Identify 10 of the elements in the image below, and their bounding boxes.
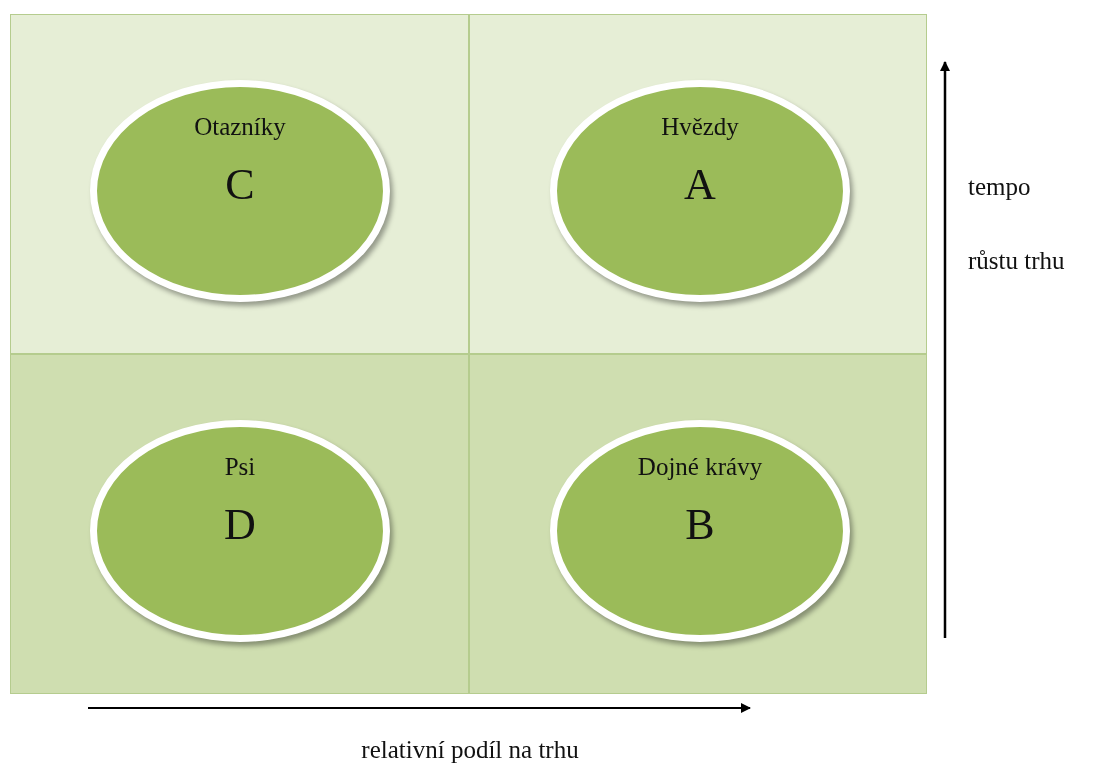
category-letter: C xyxy=(224,159,256,210)
category-title: Dojné krávy xyxy=(636,453,764,481)
category-letter: B xyxy=(684,499,716,550)
axis-label: tempo růstu trhu xyxy=(968,172,1066,276)
axis-label: relativní podíl na trhu xyxy=(360,736,580,764)
category-title: Hvězdy xyxy=(660,113,740,141)
category-letter: D xyxy=(223,499,257,550)
category-title: Otazníky xyxy=(193,113,287,141)
category-title: Psi xyxy=(223,453,257,481)
category-letter: A xyxy=(683,159,717,210)
